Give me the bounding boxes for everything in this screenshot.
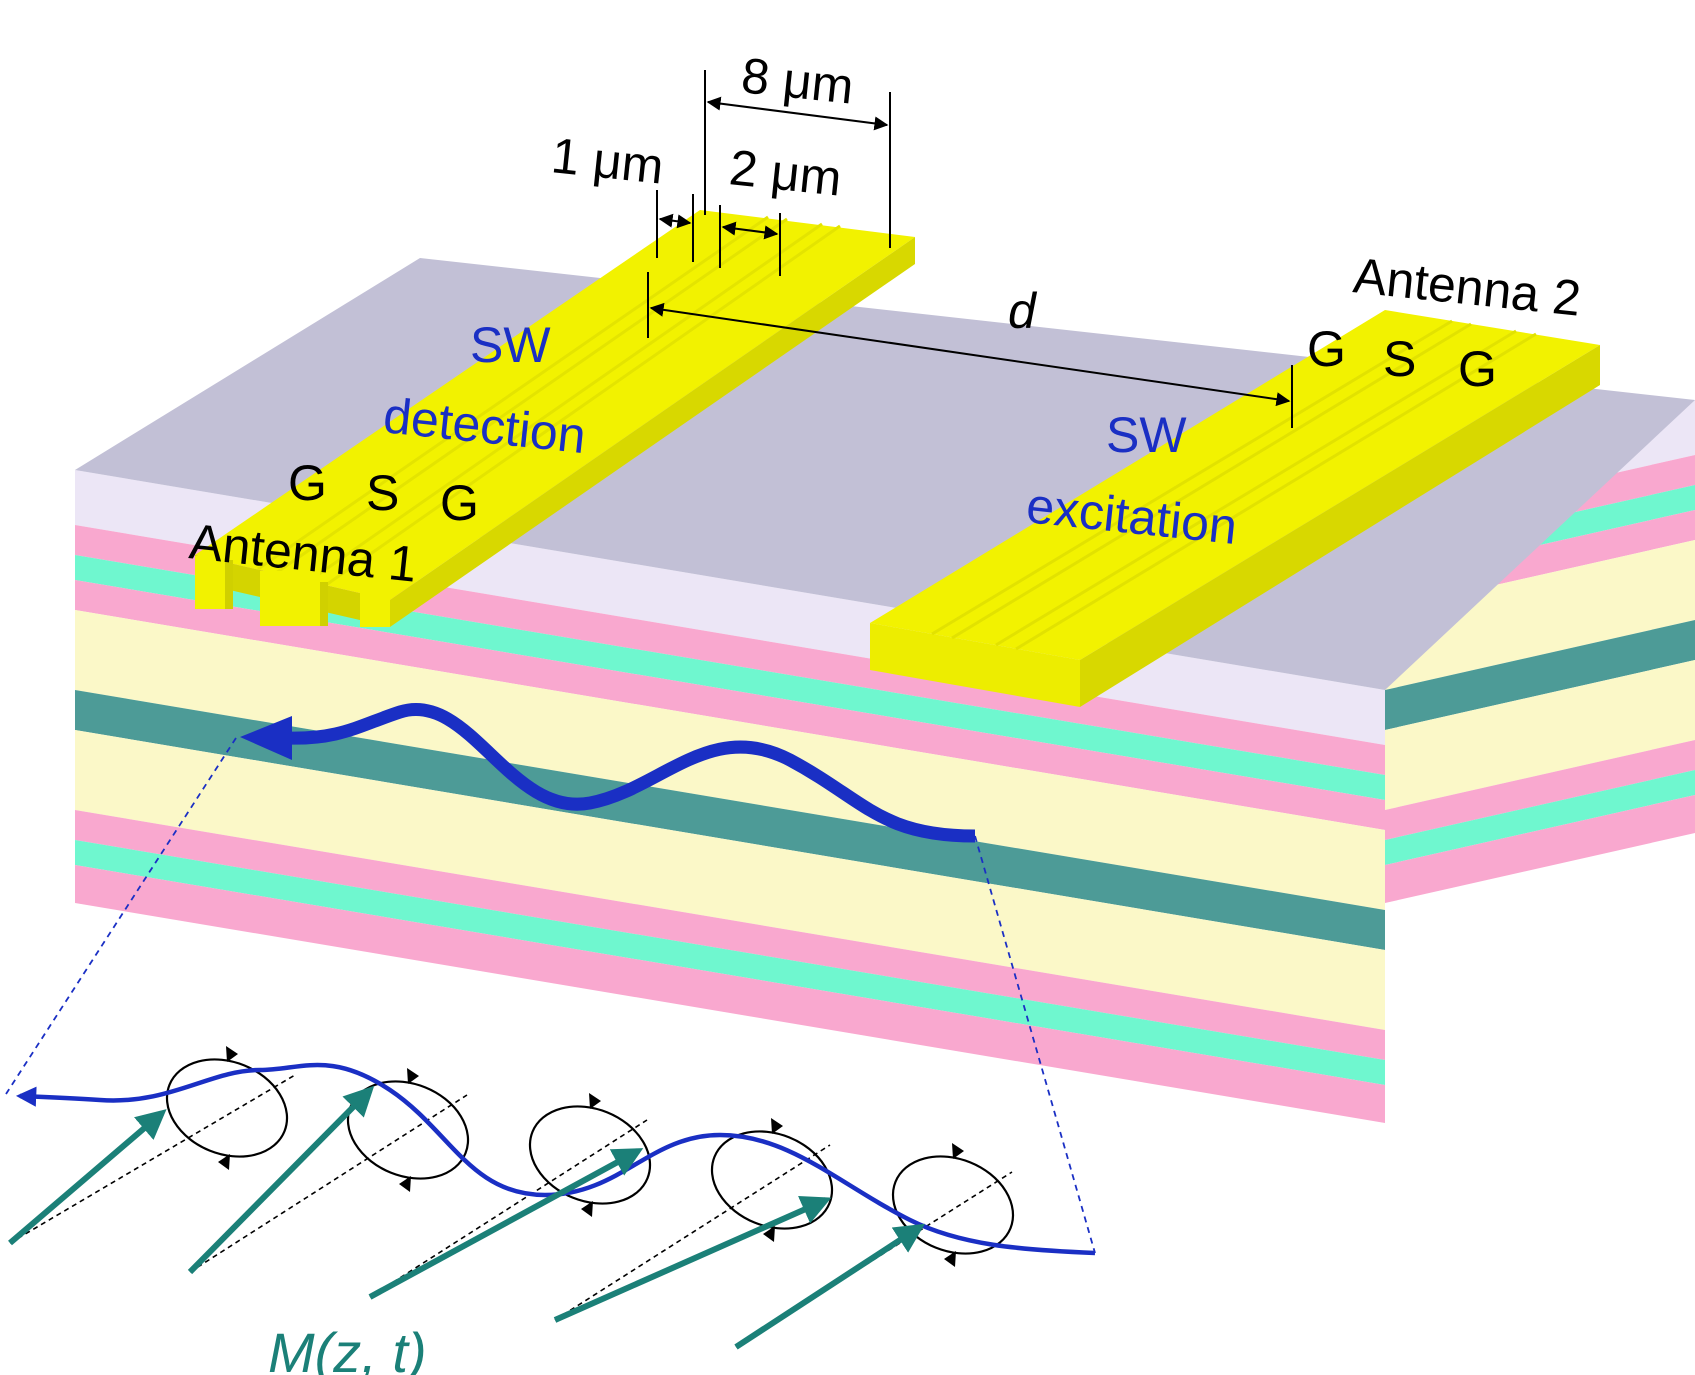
antenna-1-ground-left: G (288, 455, 327, 511)
distance-label: d (1008, 283, 1038, 339)
magnetization-vectors (8, 1085, 926, 1350)
dimension-label-2um: 2 μm (727, 139, 844, 206)
sw-excitation-label-line1: SW (1106, 407, 1187, 463)
antenna-2-ground-right: G (1458, 341, 1497, 397)
antenna-1-ground-right: G (440, 475, 479, 531)
antenna-1-signal: S (366, 465, 399, 521)
spin-wave-arrowhead (240, 716, 292, 760)
antenna-2-ground-left: G (1307, 321, 1346, 377)
precession-direction-arrowheads (218, 1046, 964, 1267)
precession-panel (8, 1046, 1096, 1350)
zoomed-spin-wave (15, 1062, 1096, 1256)
antenna-2-signal: S (1383, 331, 1416, 387)
spin-wave (284, 703, 976, 843)
antenna-2 (870, 310, 1600, 707)
dimension-label-1um: 1 μm (549, 127, 666, 194)
dimension-label-8um: 8 μm (739, 47, 856, 114)
magnetization-label: M(z, t) (268, 1321, 427, 1375)
zoom-projection-lines (5, 737, 1096, 1254)
sw-detection-label-line1: SW (470, 317, 551, 373)
dimension-annotations (647, 70, 1293, 428)
